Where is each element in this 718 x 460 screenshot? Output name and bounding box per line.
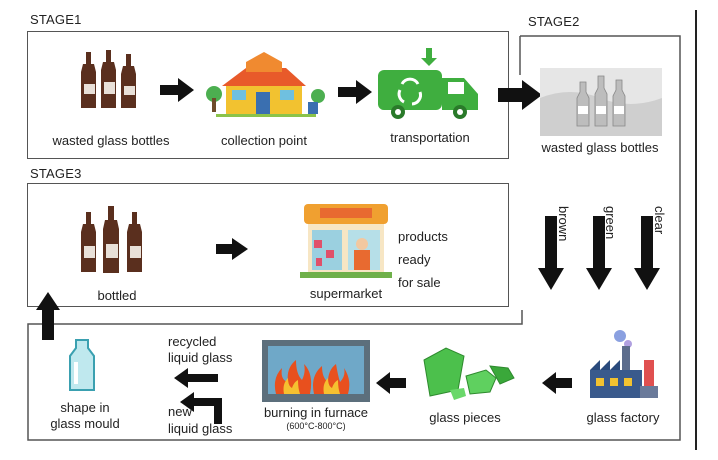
stage2-bottles-caption: wasted glass bottles	[541, 140, 659, 155]
furnace-icon	[262, 340, 370, 402]
arrow-right-1	[160, 78, 194, 102]
color-label-green: green	[603, 206, 618, 240]
arrow-left-1	[542, 372, 572, 394]
bottled-bottles-icon	[81, 206, 142, 273]
products-line-3: for sale	[398, 275, 441, 290]
bottled-caption: bottled	[97, 288, 137, 303]
glass-factory-caption: glass factory	[586, 410, 660, 425]
glass-factory-icon	[590, 330, 658, 398]
brown-bottles-icon	[81, 50, 136, 108]
mould-line-1: shape in	[60, 400, 110, 415]
stage2-label: STAGE2	[528, 14, 580, 29]
new-line-1: new	[168, 404, 192, 419]
furnace-temp-caption: (600°C-800°C)	[286, 421, 346, 431]
stage1-label: STAGE1	[30, 12, 82, 27]
arrow-right-stage3	[216, 238, 248, 260]
arrow-left-recycled	[174, 368, 218, 388]
arrow-down-green	[586, 216, 612, 290]
mould-line-2: glass mould	[50, 416, 120, 431]
glass-pieces-icon	[423, 347, 515, 400]
arrow-up-to-stage3	[36, 292, 60, 340]
arrow-down-clear	[634, 216, 660, 290]
arrow-down-brown	[538, 216, 564, 290]
arrow-to-stage2	[498, 80, 542, 110]
new-line-2: liquid glass	[168, 421, 233, 436]
color-label-clear: clear	[652, 206, 667, 235]
collection-house-icon	[206, 52, 325, 117]
recycled-line-1: recycled	[168, 334, 217, 349]
glass-pieces-caption: glass pieces	[429, 410, 501, 425]
products-line-1: products	[398, 229, 448, 244]
stage1-bottles-caption: wasted glass bottles	[52, 133, 170, 148]
recycled-line-2: liquid glass	[168, 350, 233, 365]
glass-mould-icon	[69, 339, 95, 391]
stage3-box	[27, 183, 509, 307]
collection-point-caption: collection point	[221, 133, 307, 148]
products-line-2: ready	[398, 252, 431, 267]
wasted-bottles-photo-icon	[540, 68, 662, 136]
arrow-left-2	[376, 372, 406, 394]
right-divider	[695, 10, 697, 450]
stage3-label: STAGE3	[30, 166, 82, 181]
recycling-truck-icon	[378, 48, 478, 119]
arrow-right-2	[338, 80, 372, 104]
arrow-bent-new	[180, 392, 222, 424]
furnace-caption: burning in furnace	[263, 405, 369, 420]
color-label-brown: brown	[556, 206, 571, 242]
transportation-caption: transportation	[390, 130, 470, 145]
supermarket-icon	[300, 204, 392, 278]
supermarket-caption: supermarket	[309, 286, 383, 301]
